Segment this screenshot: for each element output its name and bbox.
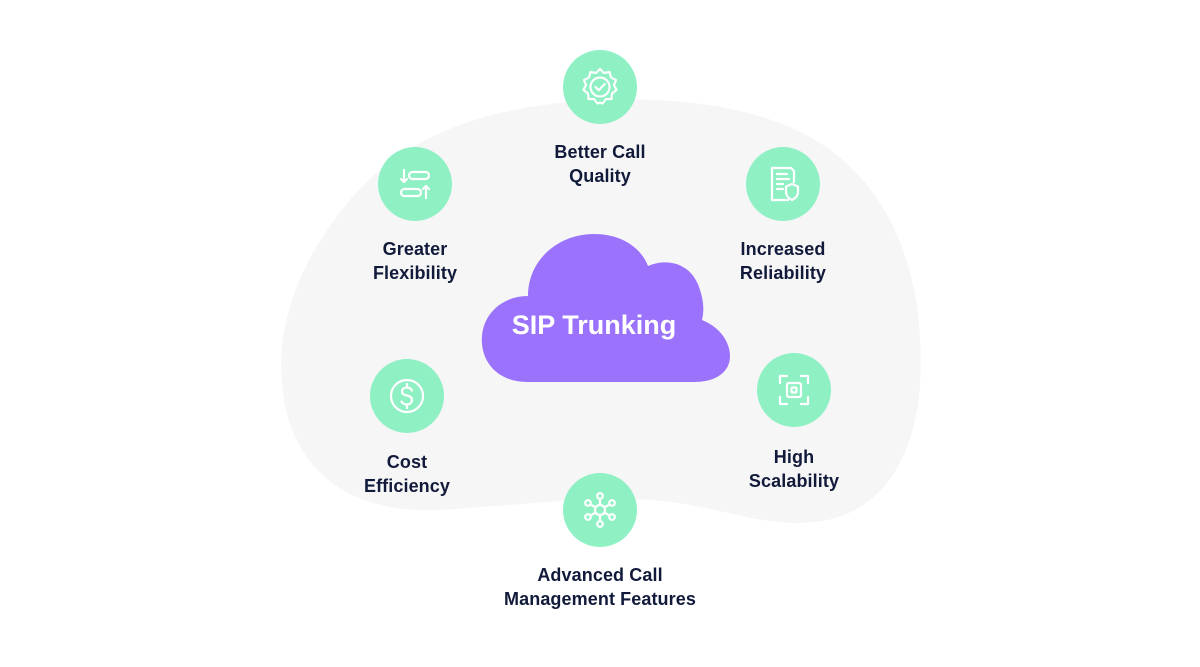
feature-label: Cost Efficiency xyxy=(363,452,451,496)
feature-label: Advanced Call Management Features xyxy=(504,565,696,609)
scale-frame-icon xyxy=(757,353,831,427)
center-title: SIP Trunking xyxy=(511,310,677,340)
network-nodes-icon xyxy=(563,473,637,547)
badge-check-icon xyxy=(563,50,637,124)
feature-label: Better Call Quality xyxy=(554,142,646,186)
toggle-arrows-icon xyxy=(378,147,452,221)
feature-label: High Scalability xyxy=(748,447,840,491)
feature-label: Increased Reliability xyxy=(739,239,827,283)
cloud-icon xyxy=(481,234,730,382)
document-shield-icon xyxy=(746,147,820,221)
feature-label: Greater Flexibility xyxy=(372,239,458,283)
dollar-circle-icon xyxy=(370,359,444,433)
